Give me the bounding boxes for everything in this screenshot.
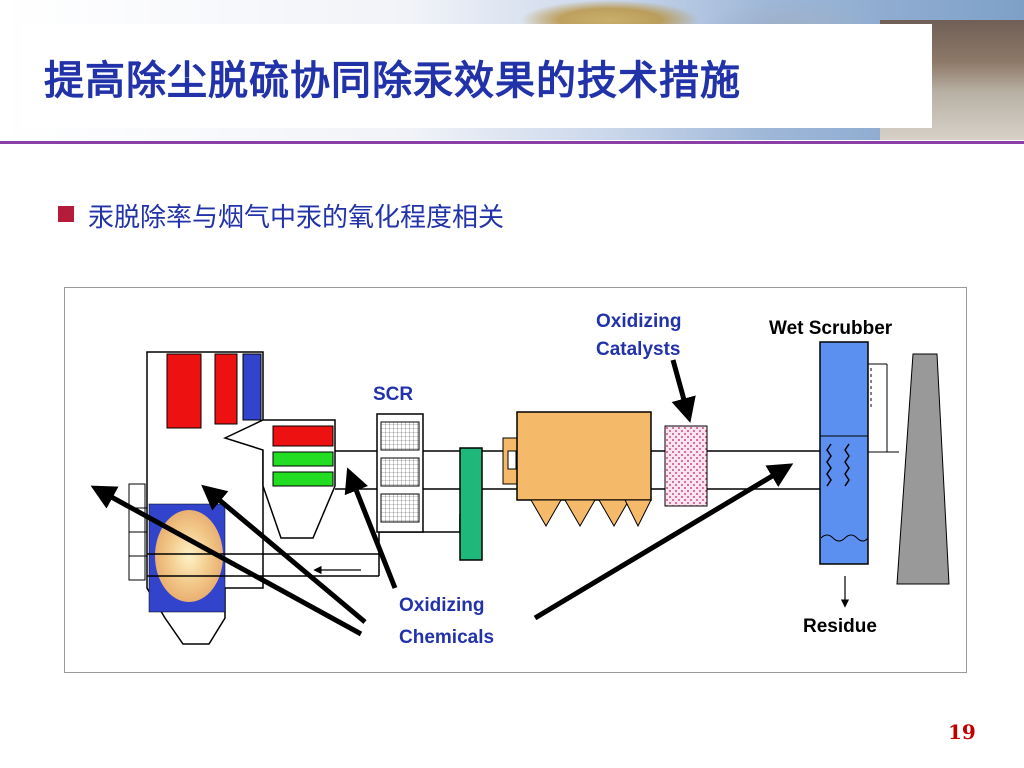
injection-arrow-economizer (344, 467, 398, 589)
injection-arrow-boiler-wall (90, 485, 363, 637)
wet-scrubber (819, 341, 899, 565)
catalyst-arrow (670, 359, 696, 423)
page-number: 19 (948, 720, 976, 744)
oxidizing-chemicals-label-line1: Oxidizing (399, 595, 485, 616)
particulate-collector (502, 411, 652, 528)
oxidizing-catalyst-bed (664, 425, 708, 507)
economizer-section (222, 419, 336, 539)
residue-label: Residue (803, 616, 877, 637)
scr-label: SCR (373, 384, 414, 405)
square-bullet-icon (58, 206, 74, 222)
stack (896, 353, 950, 585)
scr-reactor (376, 413, 424, 533)
header-banner (0, 0, 1024, 140)
wet-scrubber-label: Wet Scrubber (769, 318, 893, 339)
slide-title: 提高除尘脱硫协同除汞效果的技术措施 (44, 58, 741, 104)
injection-arrow-furnace (201, 484, 367, 624)
title-panel (22, 24, 932, 128)
air-heater (459, 447, 483, 561)
process-diagram-svg (90, 341, 950, 645)
oxidizing-catalysts-label-line1: Oxidizing (596, 311, 682, 332)
oxidizing-catalysts-label-line2: Catalysts (596, 339, 681, 360)
oxidizing-catalysts-label: Oxidizing Catalysts (596, 308, 682, 364)
oxidizing-chemicals-label: Oxidizing Chemicals (399, 590, 494, 654)
bullet-text: 汞脱除率与烟气中汞的氧化程度相关 (88, 203, 505, 233)
title-divider (0, 141, 1024, 144)
boiler (128, 351, 264, 645)
injection-arrow-duct (533, 463, 794, 621)
oxidizing-chemicals-label-line2: Chemicals (399, 627, 495, 648)
flue-gas-process-diagram: SCR Oxidizing Catalysts Wet Scrubber Oxi… (64, 287, 967, 673)
